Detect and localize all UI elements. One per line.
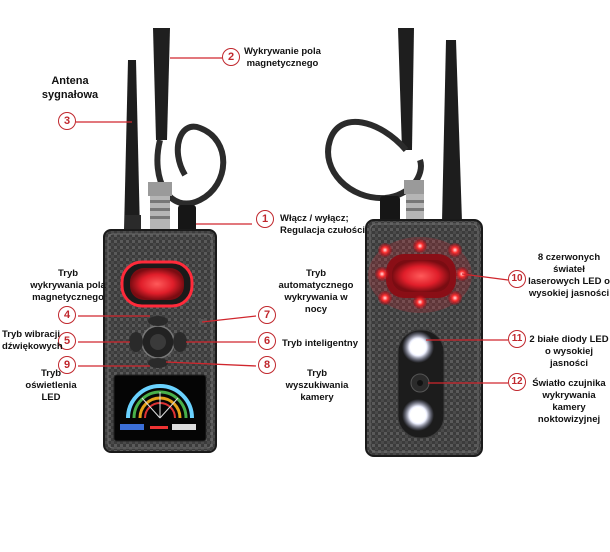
right-device-back — [325, 28, 483, 457]
label-white-leds: 2 białe diody LED o wysokiej jasności — [529, 334, 609, 369]
label-red-leds: 8 czerwonych świateł laserowych LED o wy… — [528, 252, 610, 299]
leader-lines — [76, 57, 509, 384]
label-signal-antenna: Antena sygnałowa — [41, 75, 99, 101]
marker-12: 12 — [508, 373, 526, 391]
marker-3: 3 — [58, 112, 76, 130]
label-vibration-mode: Tryb wibracji dźwiękowych — [2, 329, 63, 352]
label-power-sensitivity: Włącz / wyłącz; Regulacja czułości — [280, 213, 366, 236]
marker-2: 2 — [222, 48, 240, 66]
marker-8: 8 — [258, 356, 276, 374]
marker-11: 11 — [508, 330, 526, 348]
label-smart-mode: Tryb inteligentny — [282, 338, 359, 349]
marker-9: 9 — [58, 356, 76, 374]
marker-10: 10 — [508, 270, 526, 288]
label-night-auto-mode: Tryb automatycznego wykrywania w nocy — [278, 268, 354, 315]
marker-1: 1 — [256, 210, 274, 228]
label-led-mode: Tryb oświetlenia LED — [25, 368, 77, 403]
label-night-sensor: Światło czujnika wykrywania kamery nokto… — [532, 378, 606, 425]
marker-7: 7 — [258, 306, 276, 324]
label-magnetic-detection: Wykrywanie pola magnetycznego — [244, 46, 321, 69]
marker-6: 6 — [258, 332, 276, 350]
label-magnetic-mode: Tryb wykrywania pola magnetycznego — [30, 268, 106, 303]
marker-5: 5 — [58, 332, 76, 350]
left-device-front — [103, 28, 227, 453]
label-camera-search-mode: Tryb wyszukiwania kamery — [285, 368, 349, 403]
marker-4: 4 — [58, 306, 76, 324]
